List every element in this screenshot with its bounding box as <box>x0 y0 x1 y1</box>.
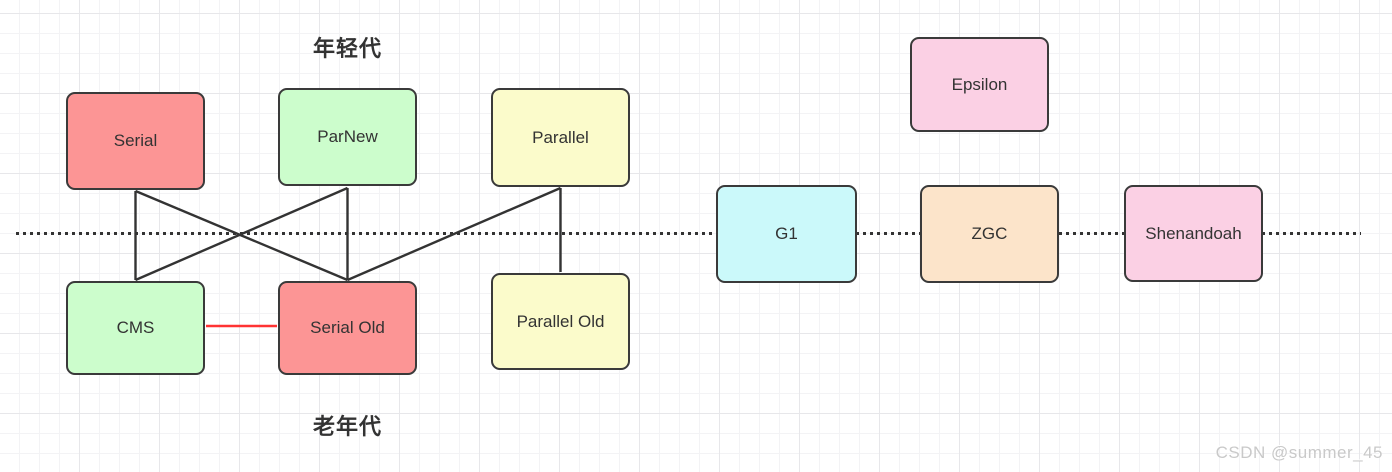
edge-serial-serial-old <box>135 189 348 282</box>
node-serial: Serial <box>66 92 205 190</box>
node-parallel-old: Parallel Old <box>491 273 630 370</box>
old-generation-label: 老年代 <box>312 414 382 439</box>
node-label: G1 <box>775 224 798 243</box>
young-generation-label: 年轻代 <box>312 36 382 61</box>
node-epsilon: Epsilon <box>910 37 1049 132</box>
node-zgc: ZGC <box>920 185 1059 283</box>
node-label: Parallel <box>532 127 589 147</box>
node-g1: G1 <box>716 185 857 283</box>
node-shenandoah: Shenandoah <box>1124 185 1263 282</box>
node-cms: CMS <box>66 281 205 375</box>
node-label: Epsilon <box>951 74 1008 94</box>
node-label: Shenandoah <box>1145 223 1242 243</box>
node-label: ZGC <box>971 224 1008 243</box>
generation-divider-dotted-line <box>16 232 1361 235</box>
node-label: CMS <box>116 318 155 337</box>
node-label: Parallel Old <box>516 311 605 331</box>
node-label: ParNew <box>317 127 378 146</box>
node-label: Serial Old <box>310 318 385 337</box>
node-serial-old: Serial Old <box>278 281 417 375</box>
node-parallel: Parallel <box>491 88 630 187</box>
node-label: Serial <box>113 131 158 150</box>
node-parnew: ParNew <box>278 88 417 186</box>
watermark: CSDN @summer_45 <box>1215 443 1383 462</box>
